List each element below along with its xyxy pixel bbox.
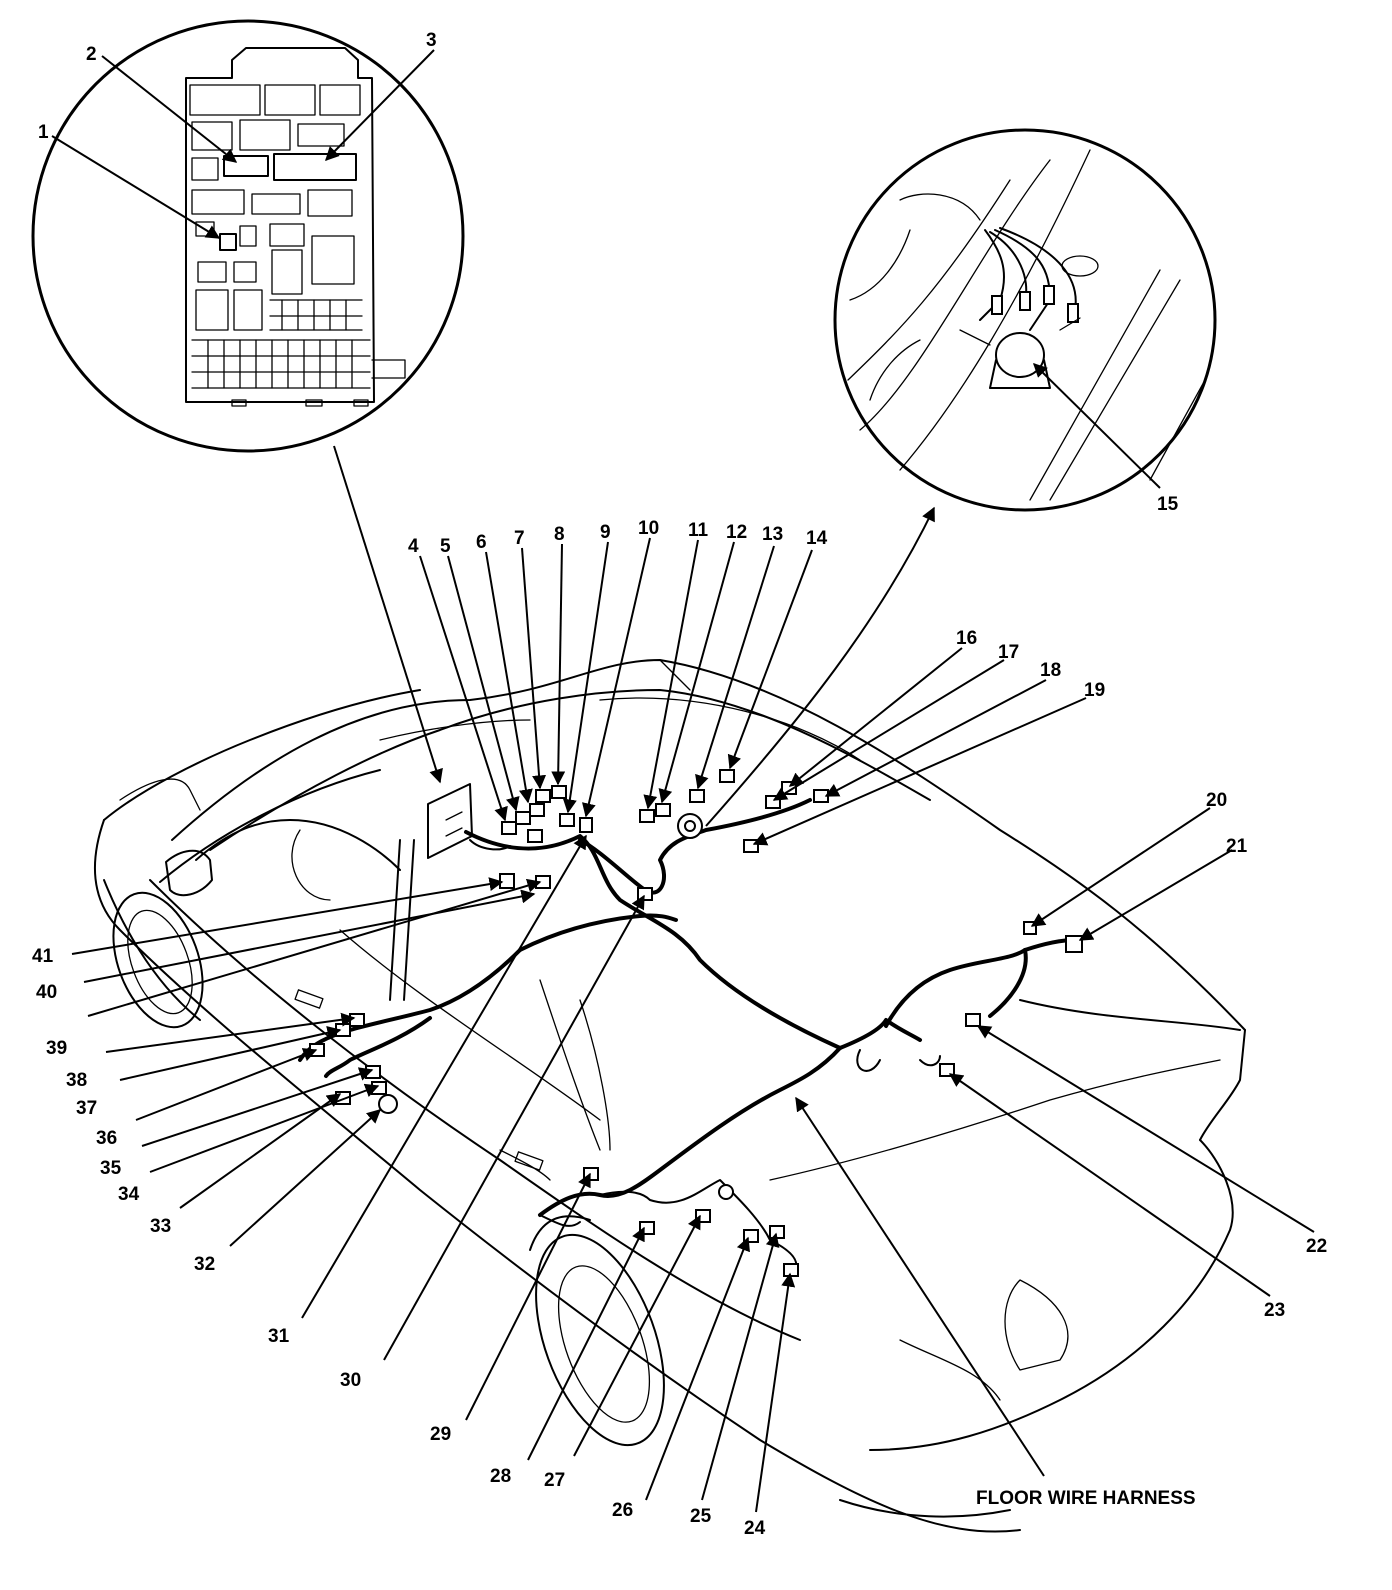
callout-39: 39 [46, 1038, 67, 1059]
ground-detail: 15 [705, 128, 1217, 827]
floor-wire-harness-label: FLOOR WIRE HARNESS [976, 1488, 1196, 1509]
callout-31: 31 [268, 1326, 290, 1347]
fuse-grid [191, 299, 371, 389]
callout-24: 24 [744, 1518, 766, 1539]
callout-29: 29 [430, 1424, 451, 1445]
callout-14: 14 [806, 528, 828, 549]
leader-lines [71, 537, 1315, 1513]
callout-26: 26 [612, 1500, 633, 1521]
callout-8: 8 [554, 524, 565, 545]
callout-37: 37 [76, 1098, 97, 1119]
dash-fuse-box [427, 783, 473, 859]
fuse-box-detail-circle [31, 19, 465, 453]
callout-36: 36 [96, 1128, 117, 1149]
callout-16: 16 [956, 628, 977, 649]
callout-23: 23 [1264, 1300, 1285, 1321]
fuse-box-detail: 1 2 3 [31, 19, 465, 784]
callout-20: 20 [1206, 790, 1227, 811]
callout-numbers: 4 5 6 7 8 9 10 11 12 13 14 16 17 18 19 2… [32, 518, 1327, 1539]
callout-22: 22 [1306, 1236, 1327, 1257]
ground-detail-circle [833, 128, 1217, 512]
callout-3: 3 [426, 30, 437, 51]
car-body-outline [93, 659, 1246, 1533]
callout-18: 18 [1040, 660, 1061, 681]
callout-7: 7 [514, 528, 525, 549]
callout-2: 2 [86, 44, 97, 65]
callout-38: 38 [66, 1070, 87, 1091]
callout-15: 15 [1157, 494, 1179, 515]
callout-33: 33 [150, 1216, 171, 1237]
callout-17: 17 [998, 642, 1019, 663]
callout-10: 10 [638, 518, 659, 539]
callout-13: 13 [762, 524, 783, 545]
callout-12: 12 [726, 522, 747, 543]
callout-21: 21 [1226, 836, 1248, 857]
callout-30: 30 [340, 1370, 361, 1391]
callout-1: 1 [38, 122, 49, 143]
callout-6: 6 [476, 532, 487, 553]
callout-35: 35 [100, 1158, 122, 1179]
callout-34: 34 [118, 1184, 140, 1205]
floor-wire-harness [298, 798, 1077, 1271]
callout-25: 25 [690, 1506, 712, 1527]
under-dash-fuse-box [185, 47, 406, 407]
callout-19: 19 [1084, 680, 1105, 701]
callout-32: 32 [194, 1254, 215, 1275]
ground-component-15 [995, 332, 1045, 378]
callout-28: 28 [490, 1466, 511, 1487]
callout-9: 9 [600, 522, 611, 543]
callout-4: 4 [408, 536, 419, 557]
callout-5: 5 [440, 536, 451, 557]
callout-41: 41 [32, 946, 54, 967]
callout-11: 11 [688, 520, 709, 541]
callout-27: 27 [544, 1470, 565, 1491]
callout-40: 40 [36, 982, 57, 1003]
